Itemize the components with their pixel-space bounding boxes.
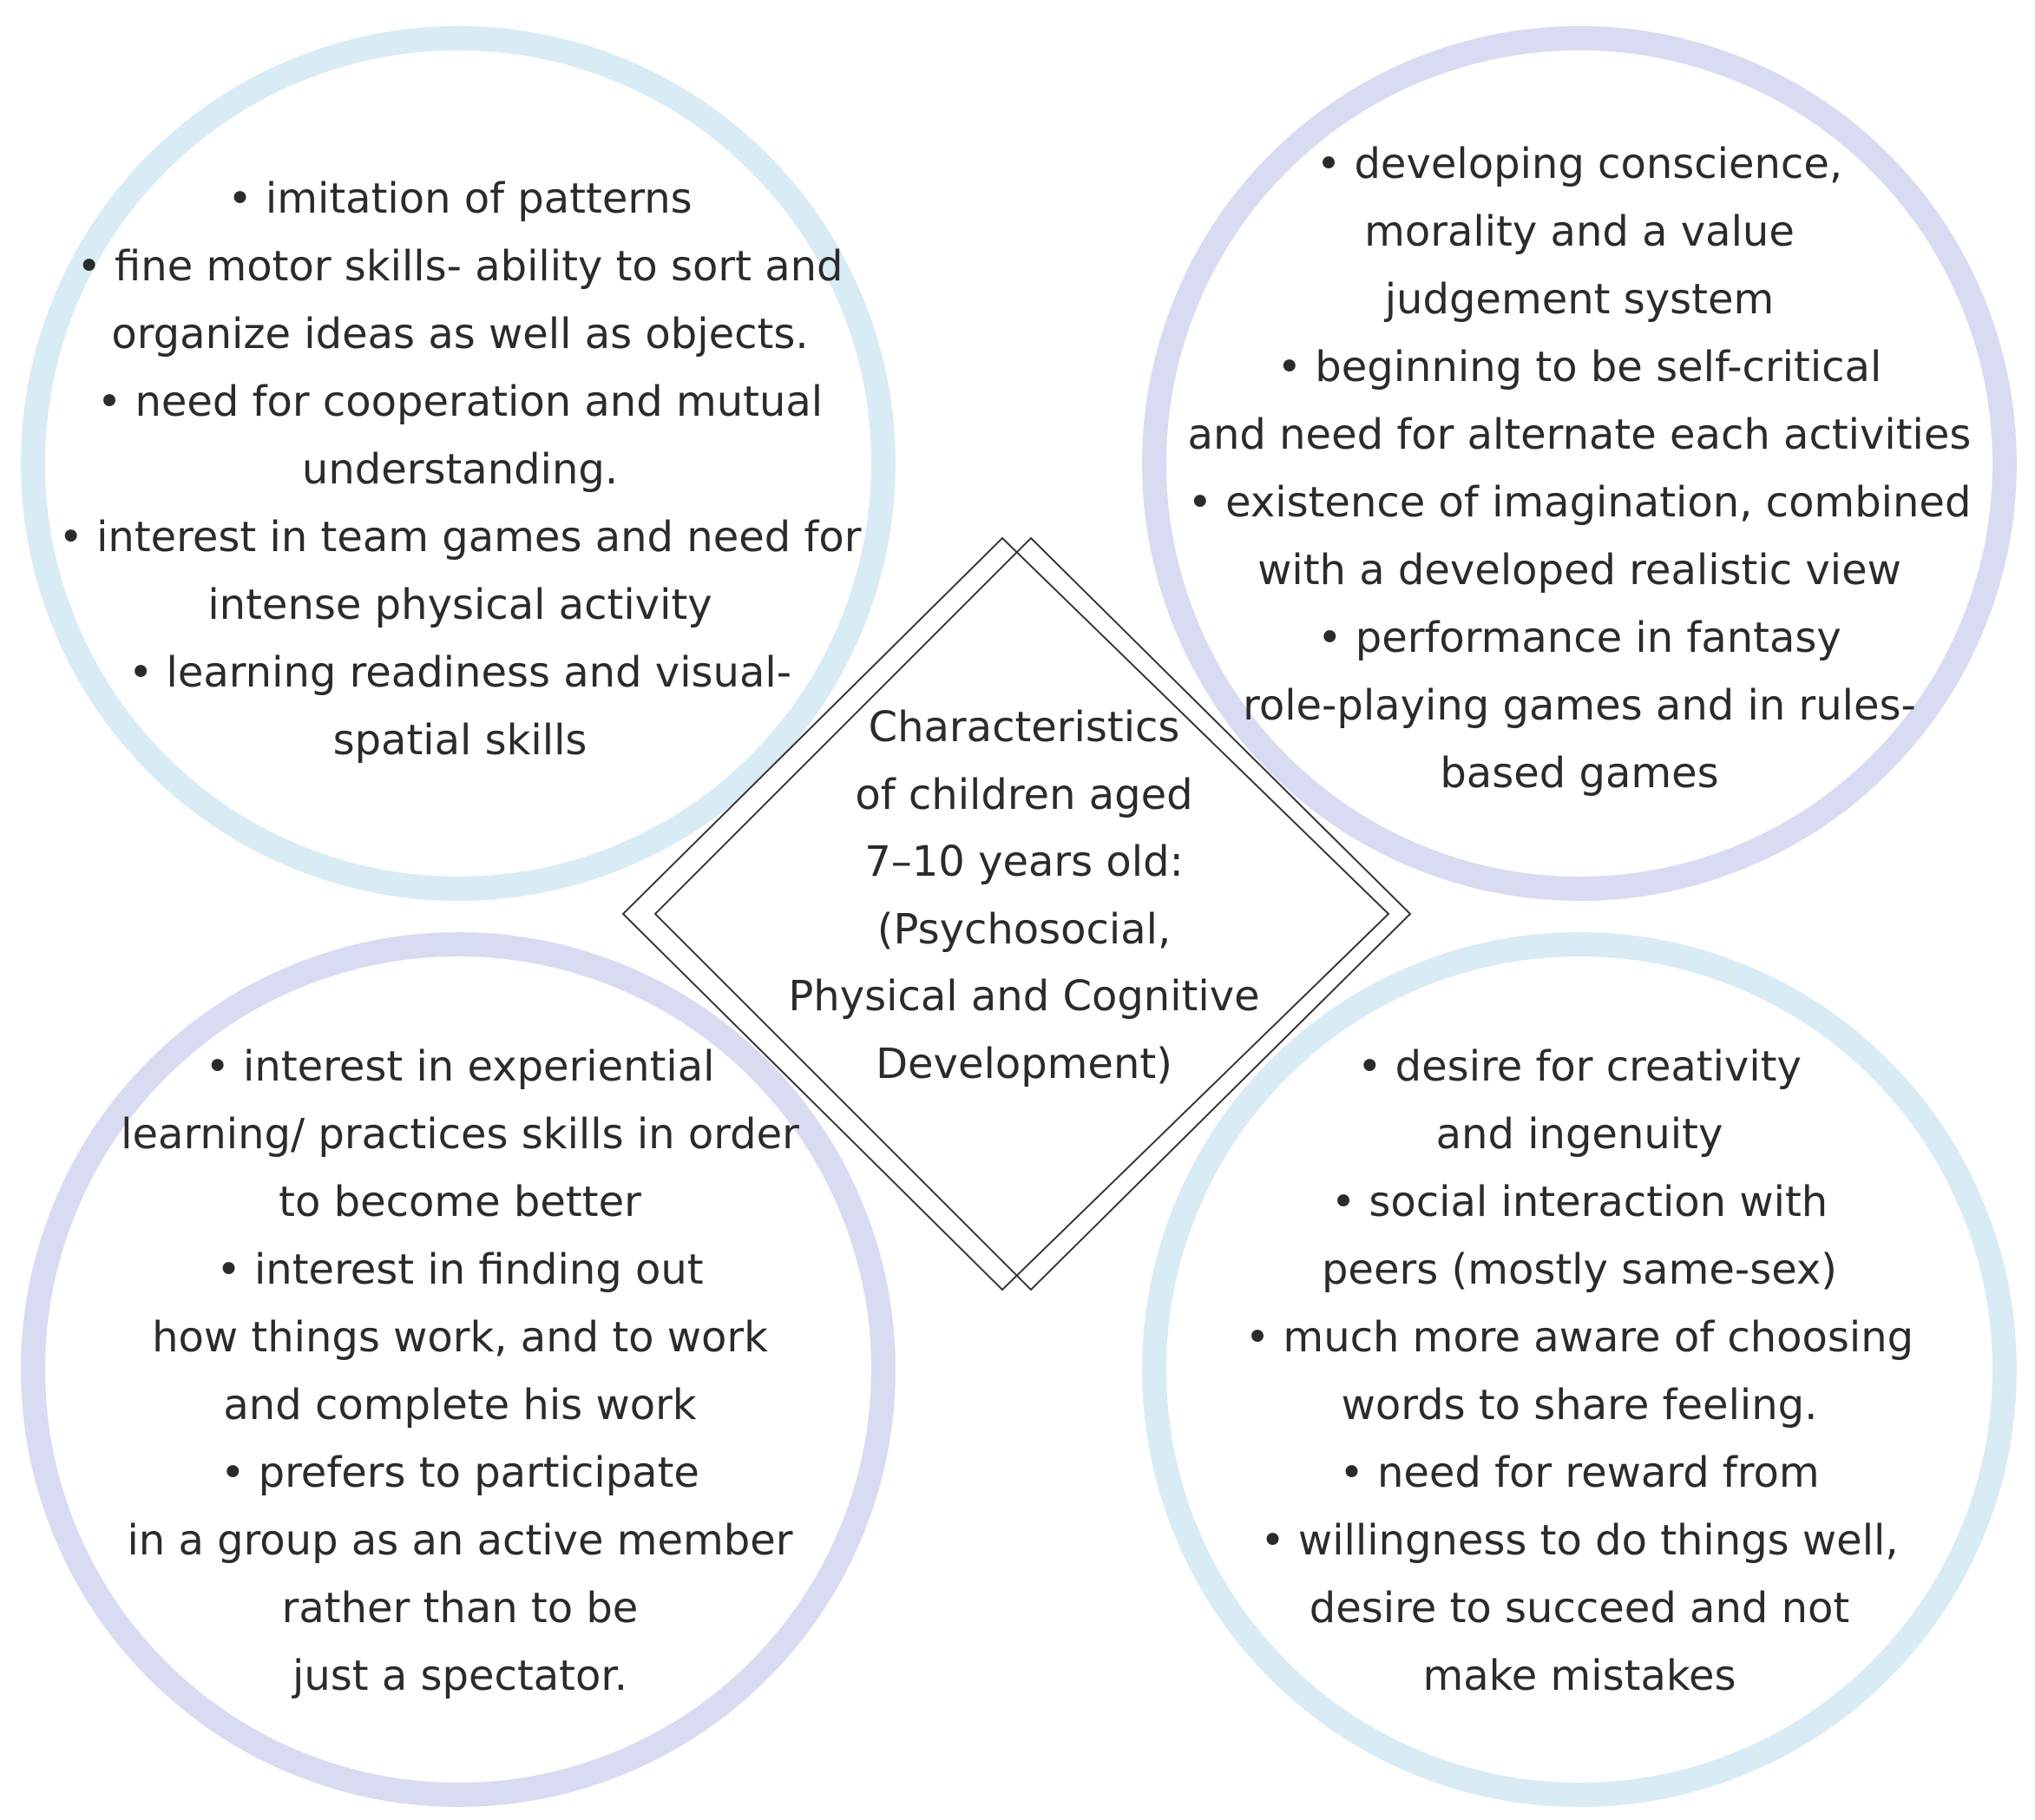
text-line: and complete his work xyxy=(223,1381,697,1429)
text-line: • interest in finding out xyxy=(216,1245,704,1294)
top-left-circle-text: • imitation of patterns • fine motor ski… xyxy=(26,165,894,774)
text-line: understanding. xyxy=(301,445,619,494)
text-line: • need for cooperation and mutual xyxy=(96,378,824,426)
center-title-line: Development) xyxy=(876,1039,1172,1088)
center-diamond-inner xyxy=(653,536,1412,1291)
text-line: • imitation of patterns xyxy=(227,174,693,223)
text-line: intense physical activity xyxy=(207,581,712,629)
text-line: • developing conscience, xyxy=(1316,140,1843,188)
text-line: words to share feeling. xyxy=(1341,1381,1818,1429)
circle-bottom-left xyxy=(21,932,896,1807)
text-line: • performance in fantasy xyxy=(1317,614,1841,662)
text-line: morality and a value xyxy=(1364,207,1795,256)
center-title-line: (Psychosocial, xyxy=(876,904,1172,954)
text-line: • much more aware of choosing xyxy=(1244,1313,1914,1362)
bottom-right-circle-text: • desire for creativity and ingenuity • … xyxy=(1146,1033,2013,1710)
text-line: with a developed realistic view xyxy=(1257,546,1901,595)
text-line: • interest in experiential xyxy=(205,1042,715,1091)
circle-bottom-right xyxy=(1142,932,2017,1807)
text-line: • need for reward from xyxy=(1339,1449,1820,1497)
text-line: based games xyxy=(1440,749,1719,798)
center-diamond-outer xyxy=(621,536,1390,1291)
text-line: organize ideas as well as objects. xyxy=(111,310,809,358)
text-line: • learning readiness and visual- xyxy=(128,648,792,697)
text-line: and ingenuity xyxy=(1435,1110,1723,1159)
text-line: • social interaction with xyxy=(1330,1178,1828,1226)
center-title-line: Physical and Cognitive xyxy=(788,972,1260,1021)
top-right-circle-text: • developing conscience, morality and a … xyxy=(1146,130,2013,807)
text-line: how things work, and to work xyxy=(152,1313,768,1362)
text-line: • beginning to be self-critical xyxy=(1277,343,1882,391)
text-line: • interest in team games and need for xyxy=(58,513,862,562)
text-line: and need for alternate each activities xyxy=(1187,411,1972,459)
text-line: role-playing games and in rules- xyxy=(1243,681,1916,730)
center-title-line: Characteristics xyxy=(868,703,1180,752)
text-line: • existence of imagination, combined xyxy=(1187,478,1972,527)
text-line: desire to succeed and not xyxy=(1309,1584,1850,1633)
circle-top-right xyxy=(1142,26,2017,901)
text-line: • willingness to do things well, xyxy=(1260,1516,1899,1565)
circle-top-left xyxy=(21,26,896,901)
text-line: peers (mostly same-sex) xyxy=(1321,1245,1838,1294)
text-line: spatial skills xyxy=(332,716,588,765)
text-line: • prefers to participate xyxy=(220,1449,699,1497)
text-line: in a group as an active member xyxy=(127,1516,793,1565)
center-title-line: of children aged xyxy=(855,770,1193,819)
text-line: to become better xyxy=(279,1178,641,1226)
center-title: Characteristics of children aged 7–10 ye… xyxy=(764,694,1284,1098)
text-line: just a spectator. xyxy=(292,1652,627,1700)
text-line: rather than to be xyxy=(281,1584,639,1633)
text-line: learning/ practices skills in order xyxy=(121,1110,799,1159)
center-title-line: 7–10 years old: xyxy=(864,838,1184,886)
bottom-left-circle-text: • interest in experiential learning/ pra… xyxy=(26,1033,894,1710)
text-line: judgement system xyxy=(1384,275,1775,324)
text-line: • fine motor skills- ability to sort and xyxy=(76,242,844,291)
text-line: make mistakes xyxy=(1422,1652,1736,1700)
text-line: • desire for creativity xyxy=(1357,1042,1802,1091)
